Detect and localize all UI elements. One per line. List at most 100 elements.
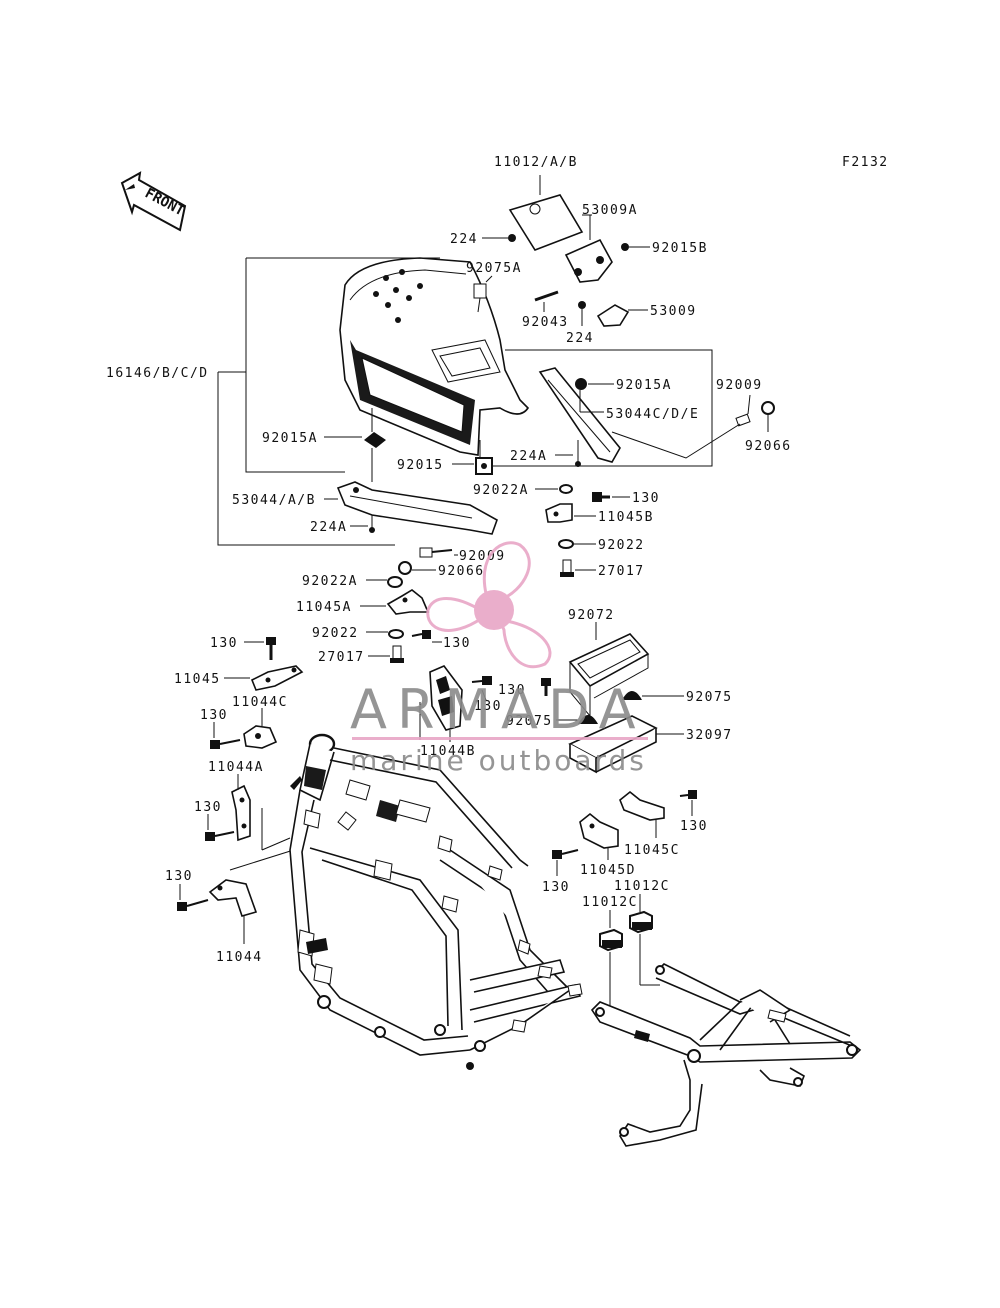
bolt-130-leftf-icon — [205, 831, 235, 841]
nut-92066-center-icon — [398, 561, 412, 575]
label-92043: 92043 — [522, 315, 569, 330]
bracket-11045D-part — [579, 812, 619, 849]
bolt-92009-right-icon — [735, 413, 751, 427]
label-92072: 92072 — [568, 608, 615, 623]
label-130-center: 130 — [443, 636, 471, 651]
label-11044: 11044 — [216, 950, 263, 965]
label-11012: 11012/A/B — [494, 155, 578, 170]
label-53009A: 53009A — [582, 203, 638, 218]
label-32097: 32097 — [686, 728, 733, 743]
label-130-leftg: 130 — [165, 869, 193, 884]
label-92015A-right: 92015A — [616, 378, 672, 393]
pin-92043-icon — [534, 290, 559, 302]
label-53044C: 53044C/D/E — [606, 407, 699, 422]
label-92075: 92075 — [686, 690, 733, 705]
label-130-mid: 130 — [474, 699, 502, 714]
block-11012C-a-icon — [629, 910, 653, 934]
label-130-righti: 130 — [542, 880, 570, 895]
label-92022A-left: 92022A — [302, 574, 358, 589]
bolt-130-mid2-icon — [541, 678, 551, 696]
bracket-11045B-part — [545, 503, 573, 523]
bolt-130-lefte-icon — [210, 739, 241, 749]
block-11012C-b-icon — [599, 928, 623, 952]
nut-92015B-icon — [621, 243, 629, 251]
seat-cowl-part — [339, 257, 530, 456]
washer-92022A-left-icon — [387, 576, 403, 588]
label-11045: 11045 — [174, 672, 221, 687]
clip-92015-icon — [475, 457, 493, 475]
label-27017-right: 27017 — [598, 564, 645, 579]
watermark-title: ARMADA — [350, 678, 646, 741]
damper-92075b-icon — [578, 715, 598, 724]
bolt-130-right-icon — [592, 492, 610, 502]
front-arrow-icon: FRONT — [120, 171, 187, 232]
nut-92066-right-icon — [761, 401, 775, 415]
label-130-mid2: 130 — [498, 683, 526, 698]
label-11012C-b: 11012C — [582, 895, 638, 910]
washer-92022-right-icon — [558, 539, 574, 549]
bolt-130-righti-icon — [552, 849, 579, 859]
label-11045C: 11045C — [624, 843, 680, 858]
bolt-130-center-icon — [411, 630, 431, 639]
label-224-lower: 224 — [566, 331, 594, 346]
label-92015A-left: 92015A — [262, 431, 318, 446]
watermark-subtitle: marine outboards — [350, 744, 647, 777]
bracket-11044C-part — [243, 725, 278, 749]
label-130-leftf: 130 — [194, 800, 222, 815]
hinge-part-53009 — [578, 301, 630, 327]
label-92022-right: 92022 — [598, 538, 645, 553]
bolt-130-topleft-icon — [266, 637, 276, 660]
label-92015B: 92015B — [652, 241, 708, 256]
label-16146: 16146/B/C/D — [106, 366, 209, 381]
label-11045B: 11045B — [598, 510, 654, 525]
bolt-130-mid-icon — [471, 676, 492, 685]
label-130-topleft: 130 — [210, 636, 238, 651]
bolt-92009-center-icon — [419, 547, 453, 558]
label-11045D: 11045D — [580, 863, 636, 878]
washer-92022-left-icon — [388, 629, 404, 639]
bolt-224-icon — [508, 234, 516, 242]
bracket-11045-part — [250, 665, 304, 691]
label-92075A: 92075A — [466, 261, 522, 276]
ecu-box-92072-part — [568, 633, 650, 718]
label-92022A-right: 92022A — [473, 483, 529, 498]
label-11044B: 11044B — [420, 744, 476, 759]
bracket-11044B-part — [429, 665, 463, 731]
label-11045A: 11045A — [296, 600, 352, 615]
watermark-logo: ARMADA marine outboards — [350, 541, 648, 777]
rail-part-53044 — [336, 481, 498, 535]
nut-92015A-right-icon — [575, 378, 587, 390]
damper-92075-icon — [622, 691, 642, 700]
label-92015: 92015 — [397, 458, 444, 473]
label-130-right: 130 — [632, 491, 660, 506]
bracket-11044-part — [208, 879, 258, 917]
label-27017-left: 27017 — [318, 650, 365, 665]
hinge-part-53009A — [564, 238, 613, 283]
diagram-code: F2132 — [842, 155, 889, 170]
nut-92015A-left-icon — [364, 432, 386, 448]
label-53009: 53009 — [650, 304, 697, 319]
bracket-11045A-part — [386, 589, 430, 615]
bolt-224A-right-icon — [575, 461, 581, 467]
rail-part-53044C — [538, 367, 621, 463]
main-frame-part — [289, 733, 583, 1070]
label-11044C: 11044C — [232, 695, 288, 710]
washer-92022A-right-icon — [559, 484, 573, 494]
propeller-logo-icon — [426, 541, 552, 668]
bolt-130-leftg-icon — [177, 899, 209, 911]
label-11012C-a: 11012C — [614, 879, 670, 894]
label-11044A: 11044A — [208, 760, 264, 775]
rear-subframe-part — [590, 963, 862, 1147]
label-130-righth: 130 — [680, 819, 708, 834]
label-92009-right: 92009 — [716, 378, 763, 393]
label-92022-left: 92022 — [312, 626, 359, 641]
grommet-92075A-icon — [473, 283, 487, 313]
label-224A-right: 224A — [510, 449, 547, 464]
stud-27017-left-icon — [390, 645, 404, 663]
label-92066-right: 92066 — [745, 439, 792, 454]
bracket-11045C-part — [619, 790, 665, 821]
stud-27017-right-icon — [560, 559, 574, 577]
label-53044: 53044/A/B — [232, 493, 316, 508]
label-224-upper: 224 — [450, 232, 478, 247]
label-92009-center: 92009 — [459, 549, 506, 564]
